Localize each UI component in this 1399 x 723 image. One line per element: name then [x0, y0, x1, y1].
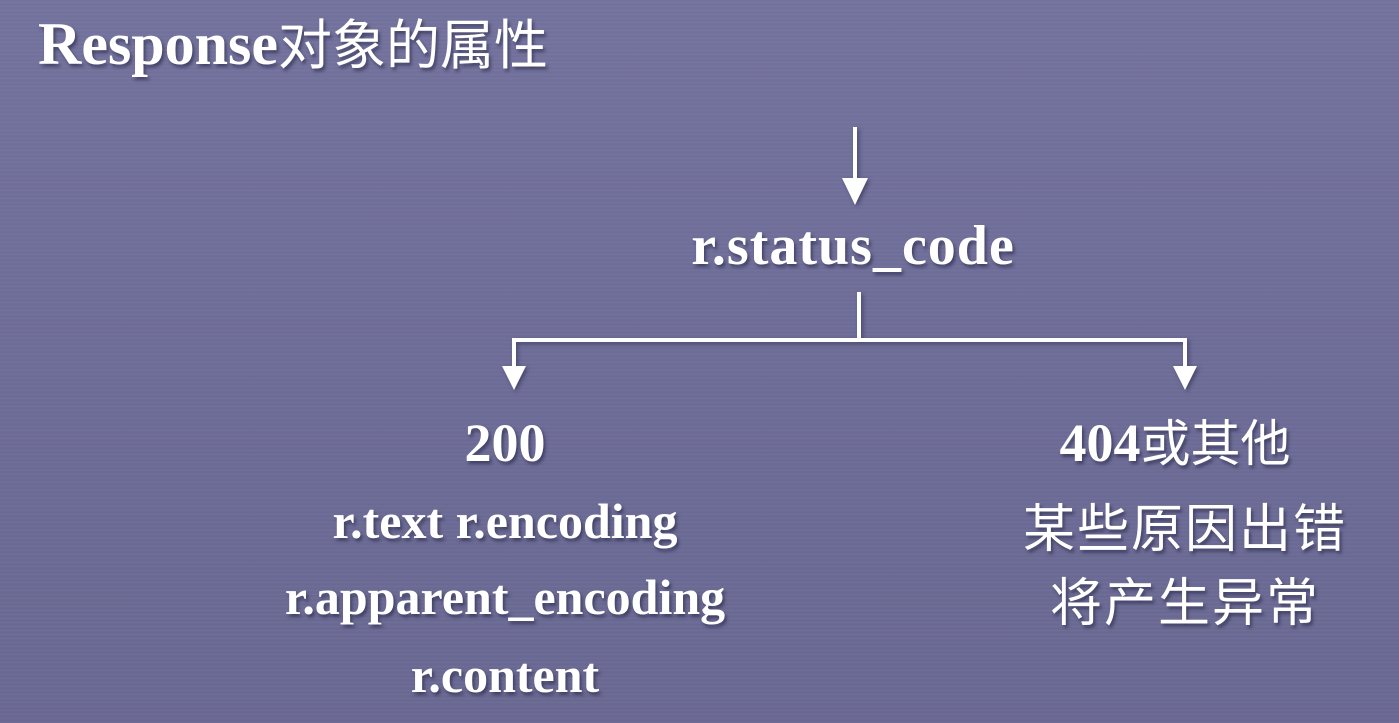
title-chinese: 对象的属性 [278, 14, 549, 77]
attribute-line: r.text r.encoding [332, 493, 678, 549]
arrow-down-icon [842, 127, 868, 205]
slide-title: Response对象的属性 [38, 14, 548, 74]
error-description-line: 将产生异常 [1049, 574, 1321, 634]
root-node-status-code: r.status_code [691, 215, 1015, 277]
arrow-down-icon [502, 338, 526, 390]
title-english: Response [38, 11, 279, 77]
attribute-line: r.content [410, 647, 600, 703]
status-code-200: 200 [464, 413, 546, 473]
status-code-404: 404 [1059, 413, 1141, 473]
attribute-line: r.apparent_encoding [284, 569, 726, 625]
arrow-down-icon [1173, 338, 1197, 390]
error-description-line: 某些原因出错 [1022, 500, 1348, 560]
status-code-404-or-other: 404或其他 [1060, 416, 1291, 470]
or-other-label: 或其他 [1140, 415, 1291, 473]
